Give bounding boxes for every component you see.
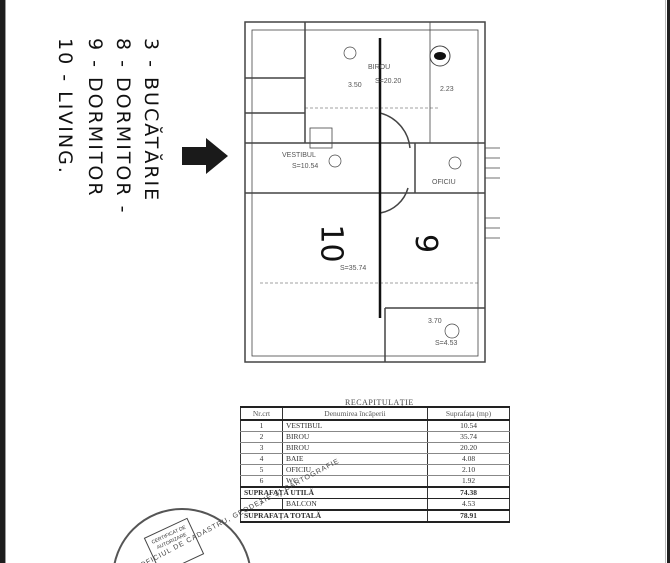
row-nr: 2 (240, 431, 283, 443)
note-bedroom-8: 8 - DORMITOR - (112, 38, 134, 215)
row-nr: 1 (240, 420, 283, 432)
row-nr: 6 (240, 475, 283, 488)
label-birou-area: S=20.20 (375, 78, 402, 85)
floor-plan-drawing (244, 21, 500, 363)
recap-table: Nr.crt Denumirea încăperii Suprafața (mp… (240, 406, 510, 523)
row-area: 20.20 (427, 442, 510, 454)
handwritten-notes: 3 - BUCĂTĂRIE 8 - DORMITOR - 9 - DORMITO… (10, 38, 170, 248)
row-nr: 3 (240, 442, 283, 454)
label-balcon-area: S=4.53 (435, 340, 458, 347)
room-number-9: 9 (408, 233, 444, 254)
recap-header-row: Nr.crt Denumirea încăperii Suprafața (mp… (240, 406, 510, 421)
row-nr: 5 (240, 464, 283, 476)
row-area: 10.54 (427, 420, 510, 432)
row-area: 4.08 (427, 453, 510, 465)
note-living: 10 - LIVING. (54, 38, 76, 175)
room-number-10: 10 (313, 224, 349, 263)
dim-3-50: 3.50 (348, 82, 362, 89)
label-birou: BIROU (368, 64, 391, 71)
balcony-row: 7 BALCON 4.53 (240, 498, 510, 511)
total-area-row: SUPRAFAȚA TOTALĂ 78.91 (240, 509, 510, 523)
label-vestibul: VESTIBUL (282, 152, 316, 159)
dim-3-70: 3.70 (428, 318, 442, 325)
total-area-label: SUPRAFAȚA TOTALĂ (240, 509, 428, 523)
arrow-right-icon (180, 137, 230, 175)
label-oficiu: OFICIU (432, 179, 456, 186)
label-living-area: S=35.74 (340, 265, 367, 272)
row-area: 2.10 (427, 464, 510, 476)
note-bedroom-9: 9 - DORMITOR (84, 38, 106, 198)
row-name: BIROU (282, 431, 428, 443)
row-area: 1.92 (427, 475, 510, 488)
balcony-name: BALCON (282, 498, 428, 511)
header-name: Denumirea încăperii (282, 406, 428, 421)
dim-2-23: 2.23 (440, 86, 454, 93)
floor-plan: 10 9 VESTIBUL S=10.54 BIROU S=20.20 S=35… (240, 18, 510, 368)
label-vestibul-area: S=10.54 (292, 163, 319, 170)
scan-edge-right (665, 0, 670, 563)
balcony-area: 4.53 (427, 498, 510, 511)
row-name: OFICIU (282, 464, 428, 476)
row-name: BAIE (282, 453, 428, 465)
note-kitchen: 3 - BUCĂTĂRIE (140, 38, 162, 203)
scan-edge-left (0, 0, 6, 563)
recap-title: RECAPITULAȚIE (345, 398, 414, 407)
total-area-value: 78.91 (427, 509, 510, 523)
row-area: 35.74 (427, 431, 510, 443)
row-name: BIROU (282, 442, 428, 454)
header-nr: Nr.crt (240, 406, 283, 421)
row-nr: 4 (240, 453, 283, 465)
row-name: VESTIBUL (282, 420, 428, 432)
useful-area-value: 74.38 (427, 486, 510, 499)
header-area: Suprafața (mp) (427, 406, 510, 421)
useful-area-row: SUPRAFAȚA UTILĂ 74.38 (240, 486, 510, 499)
